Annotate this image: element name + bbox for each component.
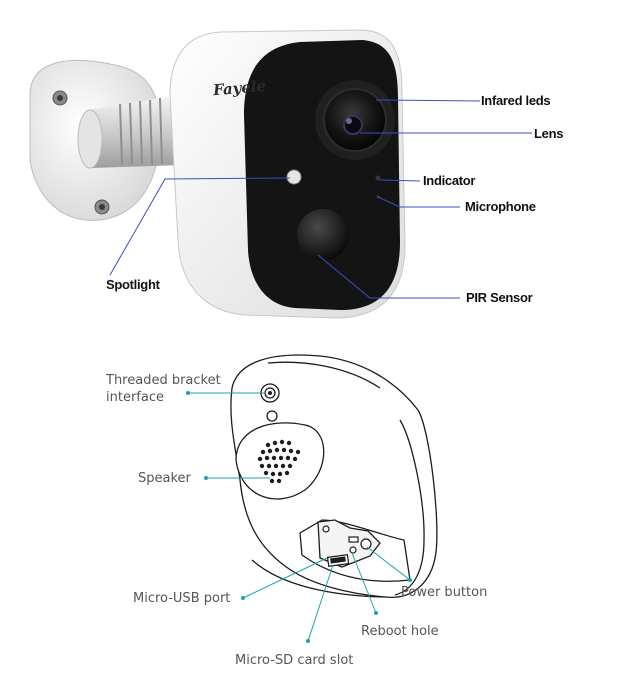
spotlight-lens xyxy=(286,169,302,185)
label-infrared-leds: Infared leds xyxy=(481,93,551,108)
label-reboot-hole: Reboot hole xyxy=(361,624,439,639)
label-micro-usb-port: Micro-USB port xyxy=(133,591,231,606)
camera-face xyxy=(244,40,400,310)
indicator-dot xyxy=(375,175,381,181)
label-speaker: Speaker xyxy=(138,471,191,486)
label-lens: Lens xyxy=(534,126,564,141)
power-button xyxy=(360,538,372,550)
back-callout-dots xyxy=(186,391,412,643)
label-indicator: Indicator xyxy=(423,173,476,188)
label-power-button: Power button xyxy=(401,585,488,600)
label-spotlight: Spotlight xyxy=(106,277,160,292)
label-microphone: Microphone xyxy=(465,199,536,214)
mount-arm xyxy=(77,95,182,169)
label-threaded-bracket-line1: Threaded bracket xyxy=(106,373,221,388)
port-panel xyxy=(322,525,372,568)
micro-usb-port xyxy=(348,536,359,543)
pir-sensor xyxy=(297,209,349,261)
back-callout-lines xyxy=(188,392,411,642)
label-pir-sensor: PIR Sensor xyxy=(466,290,533,305)
camera-body: Fayele xyxy=(169,29,406,319)
speaker-grille xyxy=(235,422,325,500)
front-callout-lines xyxy=(109,99,532,299)
brand-logo: Fayele xyxy=(211,77,266,100)
label-micro-sd-card-slot: Micro-SD card slot xyxy=(235,653,354,668)
label-threaded-bracket-line2: interface xyxy=(106,390,164,405)
label-threaded-bracket: Threaded bracket interface xyxy=(106,372,221,406)
reboot-hole xyxy=(349,546,357,554)
